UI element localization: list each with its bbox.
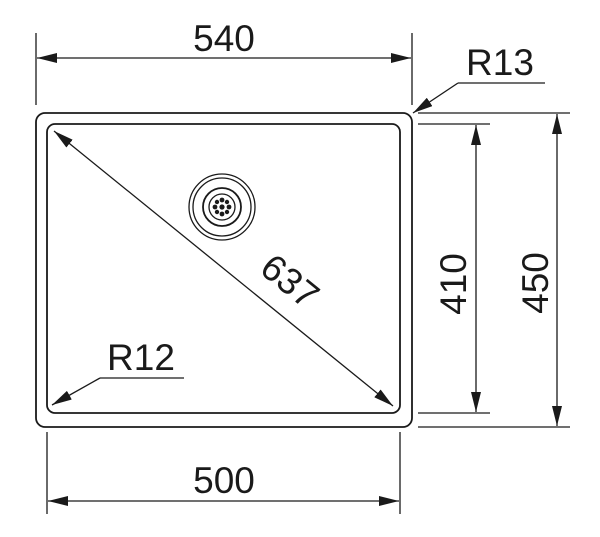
drain-strainer-icon [188,173,256,241]
dimension-diagonal: 637 [53,130,394,407]
label-outer-radius: R13 [466,42,534,83]
label-diagonal: 637 [253,246,327,317]
label-outer-width: 540 [193,18,255,59]
dimension-outer-height: 450 [418,112,570,428]
label-outer-height: 450 [515,252,556,314]
sink-inner-bowl [46,123,401,414]
dimension-inner-width: 500 [46,432,401,514]
dimension-outer-width: 540 [35,18,413,105]
dimension-inner-height: 410 [418,123,490,414]
callout-outer-radius: R13 [412,42,545,114]
callout-inner-radius: R12 [51,337,184,406]
sink-outer-outline [35,112,413,428]
label-inner-radius: R12 [107,337,175,378]
label-inner-width: 500 [193,460,255,501]
label-inner-height: 410 [433,253,474,315]
